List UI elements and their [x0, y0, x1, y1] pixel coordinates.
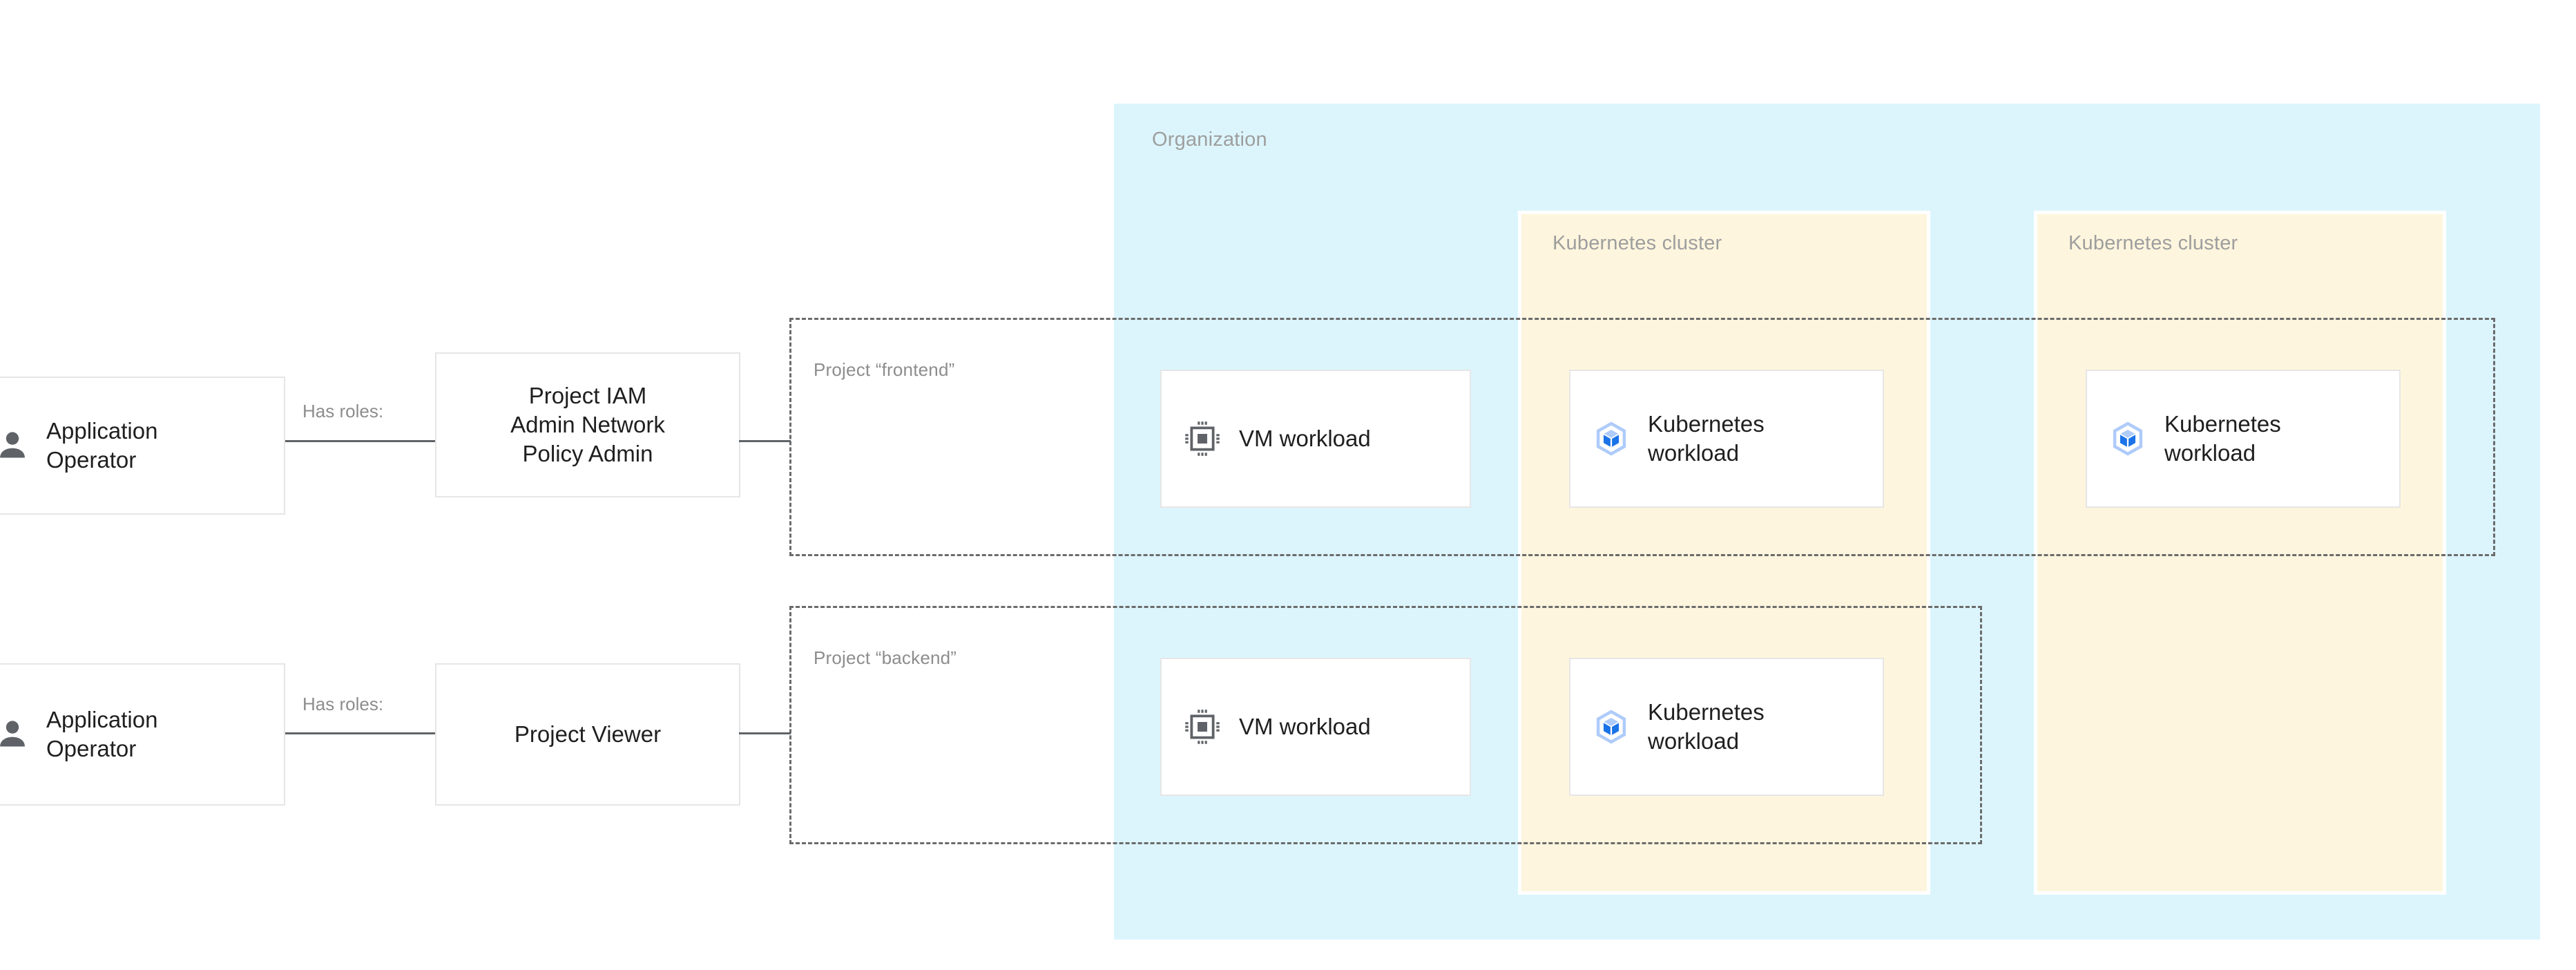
- project-backend-boundary: [789, 606, 1982, 844]
- principal-card-1: Application Operator: [0, 377, 285, 515]
- role-card-1: Project IAM Admin Network Policy Admin: [435, 352, 740, 497]
- cpu-chip-icon: [1184, 420, 1221, 457]
- principal-card-2: Application Operator: [0, 663, 285, 806]
- kubernetes-workload-card-backend-cluster1: Kubernetes workload: [1569, 658, 1884, 796]
- kubernetes-workload-card-frontend-cluster1: Kubernetes workload: [1569, 370, 1884, 508]
- connector-principal2-role2: [285, 732, 436, 734]
- kubernetes-cluster-1-label: Kubernetes cluster: [1553, 232, 1722, 254]
- person-icon: [0, 717, 30, 752]
- role-card-2: Project Viewer: [435, 663, 740, 806]
- kubernetes-workload-label: Kubernetes workload: [2164, 410, 2281, 466]
- vm-workload-label: VM workload: [1239, 713, 1371, 739]
- connector-role2-project-backend: [739, 732, 791, 734]
- kubernetes-cluster-2-label: Kubernetes cluster: [2068, 232, 2238, 254]
- kubernetes-cluster-2-container: [2034, 211, 2446, 895]
- principal-label: Application Operator: [46, 706, 158, 761]
- kubernetes-workload-label: Kubernetes workload: [1648, 410, 1765, 466]
- person-icon: [0, 428, 30, 463]
- has-roles-caption-1: Has roles:: [302, 401, 384, 421]
- kubernetes-workload-label: Kubernetes workload: [1648, 698, 1765, 754]
- vm-workload-card-backend: VM workload: [1160, 658, 1471, 796]
- role-label: Project Viewer: [514, 721, 662, 747]
- connector-principal1-role1: [285, 440, 436, 442]
- project-frontend-boundary: [789, 318, 2495, 556]
- has-roles-caption-2: Has roles:: [302, 694, 384, 714]
- kubernetes-workload-card-frontend-cluster2: Kubernetes workload: [2086, 370, 2401, 508]
- project-frontend-label: Project “frontend”: [814, 359, 955, 380]
- kubernetes-icon: [1593, 708, 1630, 745]
- kubernetes-icon: [1593, 420, 1630, 457]
- organization-label: Organization: [1152, 129, 1267, 151]
- connector-role1-project-frontend: [739, 440, 791, 442]
- cpu-chip-icon: [1184, 708, 1221, 745]
- project-backend-label: Project “backend”: [814, 647, 957, 668]
- role-label: Project IAM Admin Network Policy Admin: [510, 382, 665, 467]
- vm-workload-card-frontend: VM workload: [1160, 370, 1471, 508]
- kubernetes-icon: [2109, 420, 2146, 457]
- vm-workload-label: VM workload: [1239, 425, 1371, 451]
- principal-label: Application Operator: [46, 417, 158, 473]
